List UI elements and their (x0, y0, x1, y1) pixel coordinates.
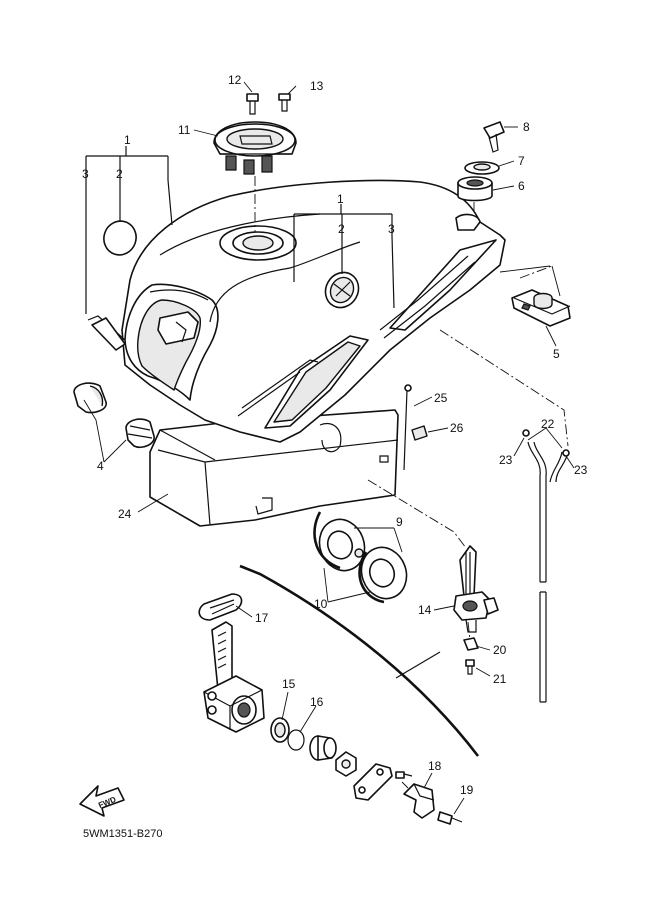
o-ring-part-16 (287, 729, 305, 751)
label-12: 12 (228, 73, 242, 87)
label-17: 17 (255, 611, 269, 625)
label-2-right: 2 (338, 222, 345, 236)
forward-direction-arrow: FWD (79, 785, 125, 817)
label-9: 9 (396, 515, 403, 529)
bracket-part-5 (511, 289, 571, 327)
label-18: 18 (428, 759, 442, 773)
gasket-part-9 (318, 518, 408, 600)
fuel-cap-part-11 (213, 121, 297, 175)
label-23-right: 23 (574, 463, 588, 477)
inset-divider-line (239, 564, 480, 757)
damper-part-4 (73, 382, 155, 449)
label-4: 4 (97, 459, 104, 473)
nut (335, 751, 357, 777)
label-3-left: 3 (82, 167, 89, 181)
screw-part-21 (465, 659, 475, 675)
part-number-labels: 1 2 3 1 2 3 4 5 6 7 8 9 10 11 12 13 14 1… (82, 73, 588, 797)
screw-part-19 (437, 811, 463, 825)
leader-lines (83, 81, 575, 815)
bolt-part-8 (483, 121, 505, 153)
packing-part-15 (270, 717, 290, 743)
label-24: 24 (118, 507, 132, 521)
label-13: 13 (310, 79, 324, 93)
label-20: 20 (493, 643, 507, 657)
o-ring-part-10 (313, 511, 385, 604)
label-22: 22 (541, 417, 555, 431)
label-bracket-right (293, 204, 395, 309)
label-7: 7 (518, 154, 525, 168)
label-19: 19 (460, 783, 474, 797)
label-1-right: 1 (337, 192, 344, 206)
gasket-part-17 (198, 593, 243, 621)
label-21: 21 (493, 672, 507, 686)
label-10: 10 (314, 597, 328, 611)
side-cover-part-24 (149, 409, 399, 527)
label-16: 16 (310, 695, 324, 709)
plate (353, 763, 393, 801)
label-15: 15 (282, 677, 296, 691)
damper-part-6 (457, 176, 493, 202)
label-6: 6 (518, 179, 525, 193)
label-14: 14 (418, 603, 432, 617)
fuel-cock-part-14 (453, 545, 499, 633)
fuel-cock-assembly (203, 621, 265, 733)
diagram-code: 5WM1351-B270 (83, 828, 163, 840)
washer-part-20 (463, 637, 479, 651)
label-26: 26 (450, 421, 464, 435)
label-bracket-left (85, 146, 173, 314)
label-5: 5 (553, 347, 560, 361)
clip-part-26 (411, 425, 428, 441)
label-23-left: 23 (499, 453, 513, 467)
label-11: 11 (178, 123, 191, 137)
tube-part-25 (403, 384, 412, 471)
assembly-centre-lines (254, 176, 569, 789)
screw-small (395, 771, 413, 779)
tank-emblem-part-2-left (103, 220, 137, 256)
bolt-part-12 (246, 93, 259, 115)
label-2-left: 2 (116, 167, 123, 181)
label-1-left: 1 (124, 133, 131, 147)
label-3-right: 3 (388, 222, 395, 236)
lever-part-18 (403, 783, 435, 819)
hose-part-22 (527, 441, 569, 703)
fuel-tank-main (87, 179, 506, 443)
lever-shaft (309, 735, 337, 761)
label-8: 8 (523, 120, 530, 134)
washer-part-7 (464, 161, 500, 175)
screw-part-13 (278, 93, 291, 112)
label-25: 25 (434, 391, 448, 405)
